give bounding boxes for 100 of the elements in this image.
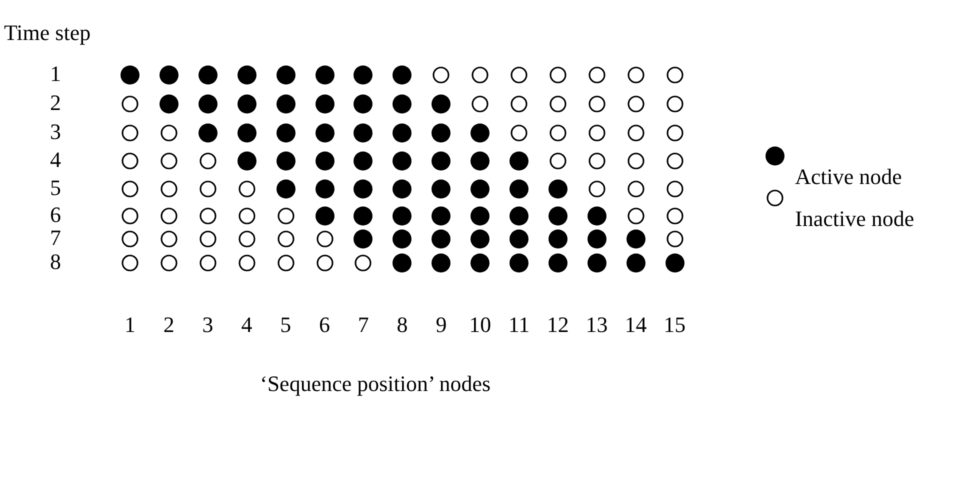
active-node-marker (546, 178, 569, 200)
column-number: 1 (124, 314, 136, 336)
column-number: 15 (664, 314, 686, 336)
column-number: 3 (202, 314, 214, 336)
inactive-node-marker (158, 205, 180, 227)
active-node-marker (119, 64, 141, 86)
inactive-node-marker (158, 150, 180, 172)
active-node-marker (508, 252, 530, 274)
inactive-node-marker (196, 150, 219, 172)
active-node-marker (469, 122, 492, 144)
active-node-marker (314, 150, 336, 172)
active-node-marker (430, 178, 452, 200)
active-node-marker (624, 252, 647, 274)
legend-label: Active node (795, 166, 902, 188)
column-number: 13 (586, 314, 608, 336)
active-node-marker (352, 228, 374, 250)
inactive-node-marker (664, 64, 686, 86)
active-node-marker (196, 122, 219, 144)
inactive-node-marker (624, 150, 647, 172)
column-number: 12 (546, 314, 569, 336)
active-node-marker (430, 205, 452, 227)
inactive-node-marker (469, 93, 492, 115)
inactive-node-marker (158, 228, 180, 250)
row-number: 3 (50, 121, 61, 143)
active-node-marker (391, 205, 414, 227)
active-node-marker (391, 64, 414, 86)
active-node-marker (430, 252, 452, 274)
active-node-marker (236, 93, 258, 115)
active-node-marker (314, 205, 336, 227)
inactive-node-marker (624, 64, 647, 86)
inactive-node-marker (469, 64, 492, 86)
active-node-marker (508, 178, 530, 200)
inactive-node-marker (236, 228, 258, 250)
inactive-node-marker (664, 122, 686, 144)
row-number: 7 (50, 227, 61, 249)
inactive-node-marker (508, 64, 530, 86)
column-number: 5 (280, 314, 292, 336)
inactive-node-marker (624, 93, 647, 115)
inactive-node-marker (352, 252, 374, 274)
column-number: 9 (436, 314, 447, 336)
active-node-marker (391, 150, 414, 172)
inactive-node-marker (624, 205, 647, 227)
row-number: 4 (50, 149, 61, 171)
legend-label: Inactive node (795, 208, 914, 230)
active-node-marker (236, 64, 258, 86)
column-number: 8 (396, 314, 408, 336)
row-number: 6 (50, 204, 61, 226)
active-node-marker (508, 150, 530, 172)
inactive-node-marker (158, 178, 180, 200)
inactive-node-marker (664, 178, 686, 200)
inactive-node-marker (196, 205, 219, 227)
active-node-marker (586, 205, 608, 227)
inactive-node-marker (119, 228, 141, 250)
inactive-node-marker (586, 93, 608, 115)
active-node-marker (508, 228, 530, 250)
inactive-node-marker (664, 205, 686, 227)
active-node-marker (430, 93, 452, 115)
row-number: 5 (50, 177, 61, 199)
inactive-node-marker (274, 205, 297, 227)
active-node-marker (546, 252, 569, 274)
column-number: 10 (469, 314, 492, 336)
active-node-marker (391, 93, 414, 115)
inactive-node-marker (274, 252, 297, 274)
active-node-marker (158, 93, 180, 115)
active-node-marker (430, 150, 452, 172)
column-number: 11 (508, 314, 530, 336)
inactive-node-marker (586, 150, 608, 172)
active-node-marker (352, 122, 374, 144)
inactive-node-marker (664, 228, 686, 250)
inactive-node-marker (196, 228, 219, 250)
active-node-marker (391, 178, 414, 200)
active-node-marker (236, 122, 258, 144)
active-node-marker (236, 150, 258, 172)
active-node-marker (352, 178, 374, 200)
active-node-marker (314, 93, 336, 115)
inactive-node-marker (196, 252, 219, 274)
inactive-node-marker (314, 228, 336, 250)
active-node-marker (664, 252, 686, 274)
active-node-marker (196, 93, 219, 115)
inactive-node-marker (508, 93, 530, 115)
active-node-marker (352, 93, 374, 115)
axis-title: Time step (4, 22, 91, 44)
active-node-marker (158, 64, 180, 86)
inactive-node-marker (624, 178, 647, 200)
inactive-node-marker (664, 93, 686, 115)
active-node-marker (314, 122, 336, 144)
active-node-marker (274, 93, 297, 115)
inactive-node-marker (586, 64, 608, 86)
inactive-node-marker (119, 150, 141, 172)
active-node-marker (469, 252, 492, 274)
inactive-node-marker (430, 64, 452, 86)
active-node-marker (430, 122, 452, 144)
inactive-node-marker (119, 252, 141, 274)
active-node-marker (391, 228, 414, 250)
active-node-marker (469, 178, 492, 200)
active-node-marker (546, 228, 569, 250)
inactive-node-marker (158, 122, 180, 144)
row-number: 1 (50, 63, 61, 85)
inactive-node-marker (236, 205, 258, 227)
column-number: 14 (624, 314, 647, 336)
